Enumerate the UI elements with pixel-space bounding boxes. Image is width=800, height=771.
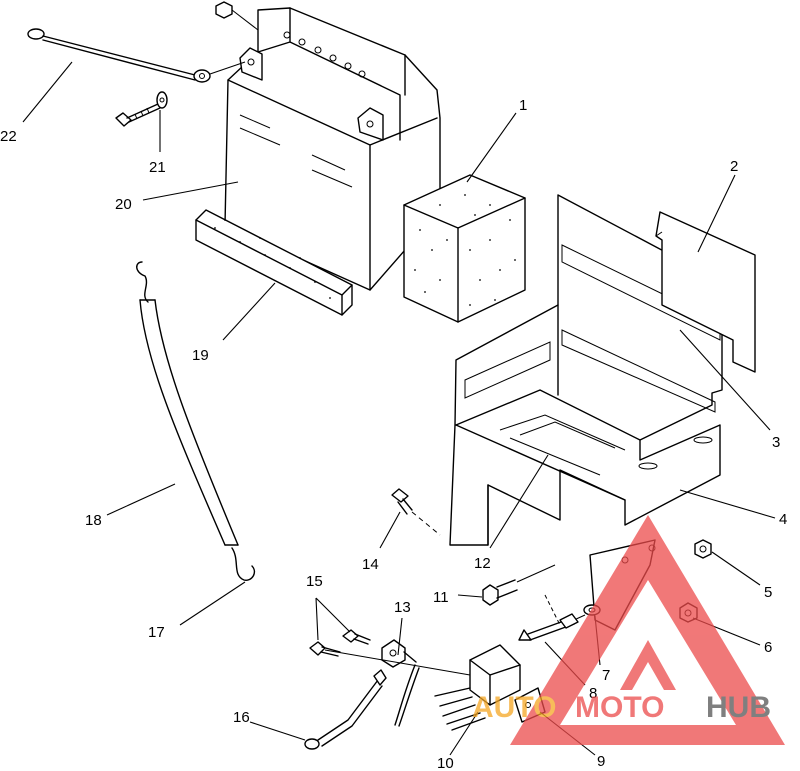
battery-cable	[27, 28, 246, 83]
wire-guide	[324, 649, 471, 676]
callout-18: 18	[85, 512, 102, 529]
callout-15: 15	[306, 573, 323, 590]
callout-8: 8	[589, 685, 597, 702]
cable-16	[304, 664, 420, 750]
bolt-14	[391, 488, 441, 536]
callout-16: 16	[233, 709, 250, 726]
bolt-11	[482, 564, 556, 606]
solenoid	[434, 644, 521, 731]
callout-7: 7	[602, 667, 610, 684]
watermark-hub: HUB	[706, 691, 771, 724]
leader-lines	[22, 61, 776, 756]
callout-1: 1	[519, 97, 527, 114]
callout-21: 21	[149, 159, 166, 176]
battery-terminal-nut	[215, 1, 259, 31]
callout-4: 4	[779, 511, 787, 528]
callout-9: 9	[597, 753, 605, 770]
watermark: AUTO MOTO HUB	[472, 515, 785, 745]
callout-5: 5	[764, 584, 772, 601]
triangle-logo-icon	[510, 515, 785, 745]
foam-strip	[195, 209, 353, 316]
callout-3: 3	[772, 434, 780, 451]
callout-22: 22	[0, 128, 17, 145]
callout-2: 2	[730, 158, 738, 175]
callout-10: 10	[437, 755, 454, 771]
callout-numbers: 1 2 3 4 5 6 7 8 9 10 11 12 13 14 15 16 1…	[0, 97, 787, 771]
battery	[224, 7, 441, 291]
screw-15a	[309, 641, 341, 657]
foam-pad	[403, 174, 526, 323]
callout-20: 20	[115, 196, 132, 213]
callout-11: 11	[433, 589, 449, 606]
callout-6: 6	[764, 639, 772, 656]
callout-13: 13	[394, 599, 411, 616]
watermark-moto: MOTO	[575, 691, 664, 724]
callout-12: 12	[474, 555, 491, 572]
terminal-bolt	[115, 91, 168, 127]
nut-5	[694, 539, 712, 559]
battery-strap	[136, 261, 256, 581]
watermark-auto: AUTO	[472, 691, 556, 724]
callout-17: 17	[148, 624, 165, 641]
screw-15b	[342, 629, 371, 645]
spacer	[544, 594, 579, 629]
callout-19: 19	[192, 347, 209, 364]
callout-14: 14	[362, 556, 379, 573]
box-bracket	[655, 211, 756, 373]
